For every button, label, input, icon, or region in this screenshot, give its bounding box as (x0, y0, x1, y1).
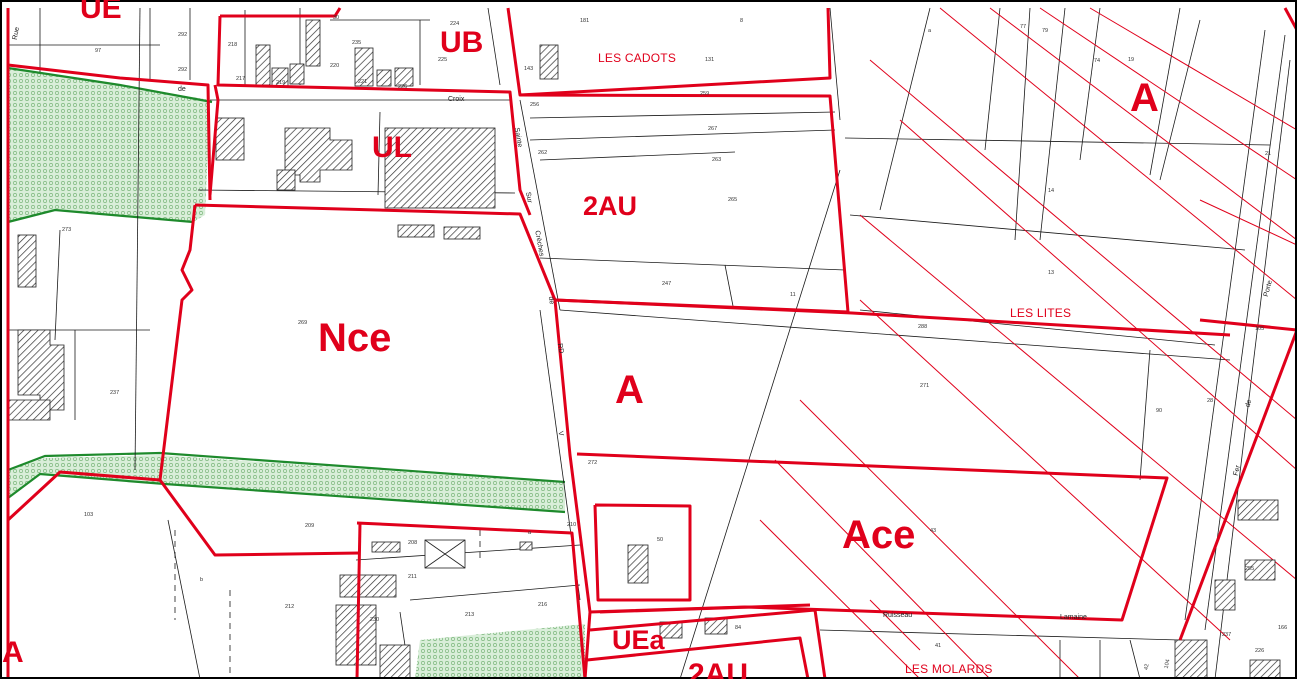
parcel-number: 21 (1265, 151, 1272, 157)
place-label-cadots: LES CADOTS (598, 51, 677, 65)
parcel-number: 226 (398, 84, 408, 90)
parcel-number: 265 (728, 197, 738, 203)
parcel-number: 218 (228, 42, 238, 48)
parcel-number: 272 (588, 460, 598, 466)
parcel-number: 247 (662, 281, 672, 287)
zone-label-2au-top: 2AU (583, 191, 638, 221)
zone-label-ace: Ace (842, 513, 916, 557)
parcel-number: 11 (790, 292, 796, 298)
zone-label-a-left: A (2, 636, 24, 669)
parcel-number: 30 (333, 15, 340, 21)
place-label-molards: LES MOLARDS (905, 662, 993, 676)
parcel-number: 90 (1156, 408, 1163, 414)
parcel-number: 84 (735, 625, 742, 631)
parcel-number: 219 (276, 80, 286, 86)
natural-areas (8, 68, 585, 679)
zone-label-ul: UL (372, 131, 412, 164)
street-label-croix: Croix (448, 96, 465, 103)
parcel-number: 255 (1245, 566, 1255, 572)
parcel-number: 237 (1222, 632, 1232, 638)
parcel-lines (8, 7, 1291, 679)
dashed-lines (174, 530, 481, 679)
zone-label-uea: UEa (612, 625, 665, 655)
zone-label-ub: UB (440, 26, 484, 59)
parcel-number: 271 (920, 383, 930, 389)
parcel-number: 208 (408, 540, 418, 546)
parcel-number: 41 (935, 643, 942, 649)
parcel-number: 220 (330, 63, 340, 69)
street-label-v: V (556, 430, 565, 437)
zone-label-a-center: A (615, 368, 644, 412)
zone-label-a-right: A (1130, 76, 1159, 120)
parcel-number: 225 (438, 57, 448, 63)
parcel-number: 237 (110, 390, 120, 396)
natural-area-strip (8, 455, 565, 512)
natural-area-south (415, 624, 585, 679)
street-label-ruisseau: Ruisseau (883, 612, 913, 619)
parcel-number: 273 (62, 227, 72, 233)
parcel-number: 43 (930, 528, 937, 534)
parcel-number: 42 (1143, 663, 1151, 671)
parcel-number: 224 (450, 21, 460, 27)
place-label-lites: LES LITES (1010, 306, 1072, 320)
parcel-number: 14 (1048, 188, 1055, 194)
parcel-number: 209 (305, 523, 315, 529)
cross-mark (424, 539, 466, 569)
parcel-number: 269 (298, 320, 308, 326)
natural-borders (7, 66, 566, 514)
protection-lines (759, 7, 1297, 679)
parcel-number: 221 (358, 79, 368, 85)
parcel-number: 217 (236, 76, 246, 82)
parcel-number: 50 (657, 537, 664, 543)
parcel-number: 259 (700, 91, 710, 97)
parcel-number: 292 (178, 32, 188, 38)
street-label-rd: RD (555, 342, 565, 355)
zone-label-2au-bottom: 2AU (688, 658, 749, 679)
parcel-number: a (928, 28, 932, 34)
street-label-lamaine: Lamaine (1060, 614, 1087, 621)
parcel-number: 226 (1255, 648, 1265, 654)
parcel-number: 210 (567, 522, 577, 528)
parcel-number: 28 (1207, 398, 1214, 404)
natural-area-west (8, 68, 210, 222)
parcel-number: 235 (352, 40, 362, 46)
parcel-number: 74 (1094, 58, 1101, 64)
parcel-number: 263 (712, 157, 722, 163)
parcel-number: 262 (538, 150, 548, 156)
parcel-number: 288 (918, 324, 928, 330)
parcel-number: 212 (285, 604, 295, 610)
parcel-number: 230 (370, 617, 380, 623)
parcel-number: 256 (530, 102, 540, 108)
parcel-number: 211 (408, 574, 417, 580)
parcel-number: 131 (705, 57, 715, 63)
parcel-number: 97 (95, 48, 102, 54)
parcel-number: 103 (84, 512, 94, 518)
parcel-number: 77 (1020, 24, 1027, 30)
parcel-number: 8 (740, 18, 744, 24)
parcel-number: a (528, 530, 532, 536)
parcel-number: 292 (178, 67, 188, 73)
parcel-number: 143 (524, 66, 534, 72)
parcel-number: 181 (580, 18, 590, 24)
parcel-number: 13 (1048, 270, 1055, 276)
parcel-number: 216 (538, 602, 548, 608)
zone-boundaries (6, 7, 1297, 679)
zone-label-ue: UE (80, 0, 122, 25)
street-label-de: de (178, 86, 186, 93)
parcel-number: 19 (1128, 57, 1135, 63)
parcel-number: b (200, 577, 204, 583)
parcel-number: 213 (465, 612, 475, 618)
zone-label-nce: Nce (318, 316, 392, 360)
street-label-de2: de (546, 296, 556, 305)
parcel-number: 166 (1278, 625, 1288, 631)
parcel-number: 105 (1255, 326, 1265, 332)
parcel-number: 267 (708, 126, 718, 132)
parcel-number: 79 (1042, 28, 1049, 34)
